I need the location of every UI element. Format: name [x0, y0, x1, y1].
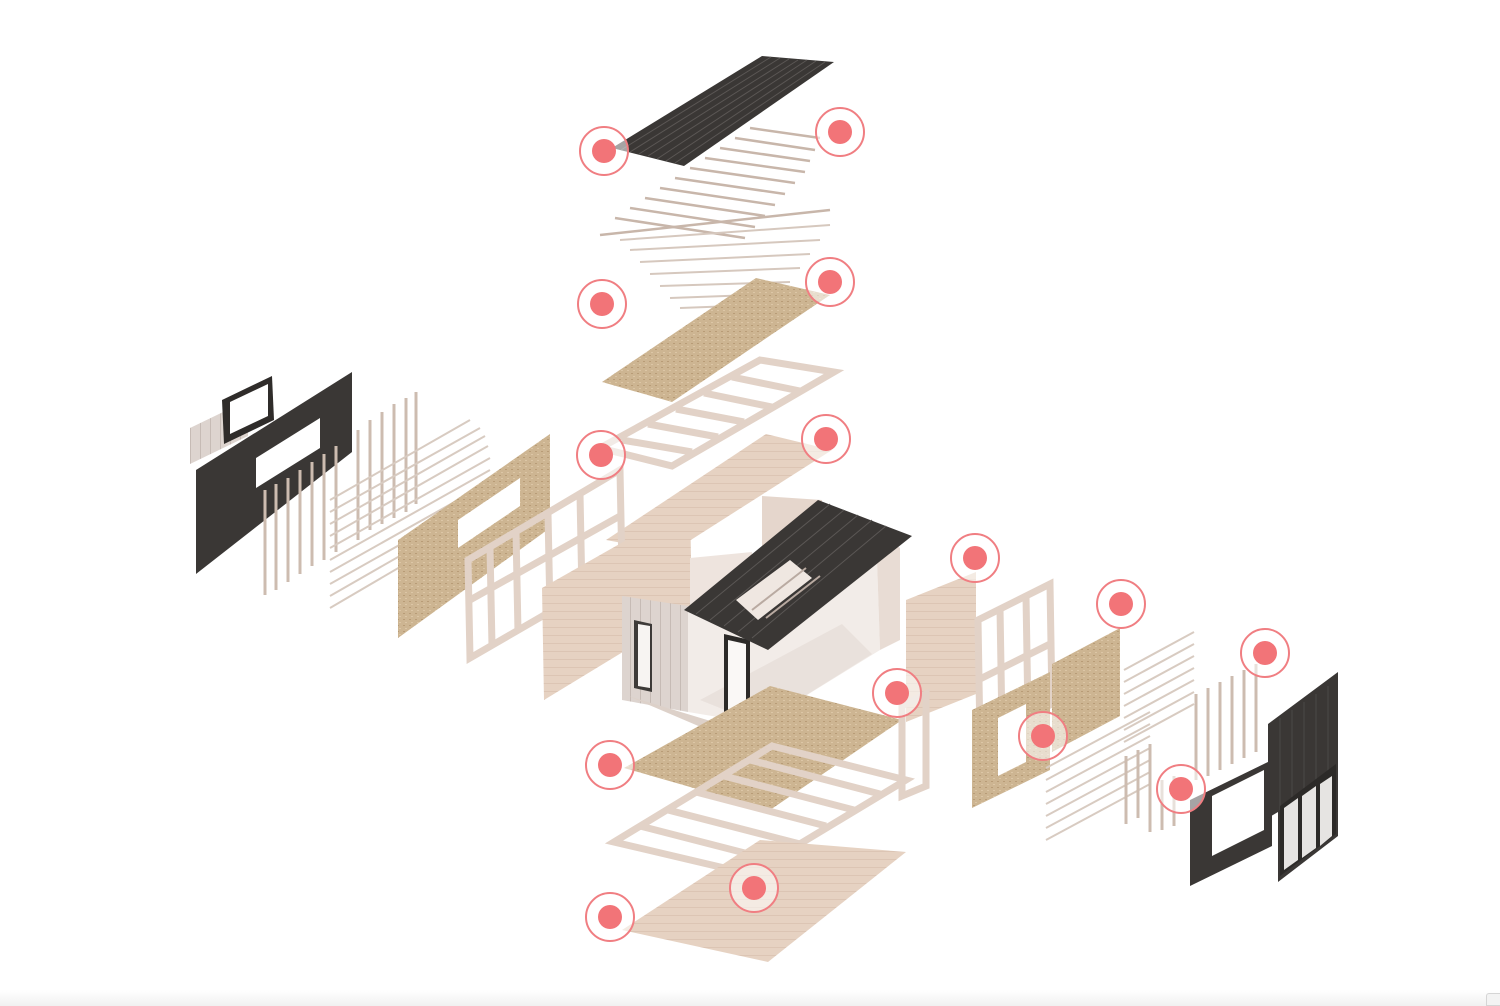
- hotspot-marker[interactable]: [1240, 628, 1290, 678]
- horizontal-scrollbar[interactable]: [0, 990, 1500, 1006]
- hotspot-dot: [828, 120, 852, 144]
- hotspot-layer: [576, 107, 1290, 942]
- hotspot-dot: [598, 905, 622, 929]
- left-wall-window-unit: [190, 376, 274, 464]
- right-wall-glazed-door: [1280, 764, 1336, 876]
- hotspot-dot: [598, 753, 622, 777]
- hotspot-marker[interactable]: [801, 414, 851, 464]
- hotspot-marker[interactable]: [585, 740, 635, 790]
- right-wall-plywood-lining: [906, 572, 976, 722]
- hotspot-dot: [814, 427, 838, 451]
- hotspot-marker[interactable]: [1156, 764, 1206, 814]
- hotspot-dot: [1253, 641, 1277, 665]
- hotspot-marker[interactable]: [729, 863, 779, 913]
- hotspot-dot: [1169, 777, 1193, 801]
- hotspot-dot: [1109, 592, 1133, 616]
- hotspot-marker[interactable]: [950, 533, 1000, 583]
- floor-joist-frame: [604, 742, 915, 878]
- hotspot-dot: [742, 876, 766, 900]
- hotspot-marker[interactable]: [1096, 579, 1146, 629]
- roof-joist-frame: [590, 356, 845, 470]
- hotspot-dot: [589, 443, 613, 467]
- hotspot-marker[interactable]: [576, 430, 626, 480]
- roof-battens: [599, 126, 831, 240]
- right-wall-cladding-lower: [1190, 760, 1272, 886]
- right-wall-counter-battens: [1045, 631, 1195, 841]
- left-wall-plywood-lining: [542, 504, 692, 700]
- hotspot-marker[interactable]: [805, 257, 855, 307]
- hotspot-marker[interactable]: [815, 107, 865, 157]
- hotspot-marker[interactable]: [872, 668, 922, 718]
- hotspot-dot: [592, 139, 616, 163]
- hotspot-marker[interactable]: [585, 892, 635, 942]
- roof-membrane-panel: [612, 56, 834, 166]
- right-wall-osb-sheathing: [972, 628, 1120, 808]
- hotspot-dot: [885, 681, 909, 705]
- hotspot-dot: [1031, 724, 1055, 748]
- left-wall-osb-sheathing: [398, 434, 550, 638]
- left-wall-cladding: [196, 372, 352, 574]
- hotspot-dot: [818, 270, 842, 294]
- roof-osb-deck: [602, 278, 830, 402]
- hotspot-dot: [963, 546, 987, 570]
- hotspot-marker[interactable]: [577, 279, 627, 329]
- hotspot-dot: [590, 292, 614, 316]
- cabin-roof: [684, 500, 912, 650]
- hotspot-marker[interactable]: [1018, 711, 1068, 761]
- hotspot-marker[interactable]: [579, 126, 629, 176]
- scrollbar-handle[interactable]: [1486, 993, 1500, 1006]
- left-wall-battens: [263, 392, 418, 595]
